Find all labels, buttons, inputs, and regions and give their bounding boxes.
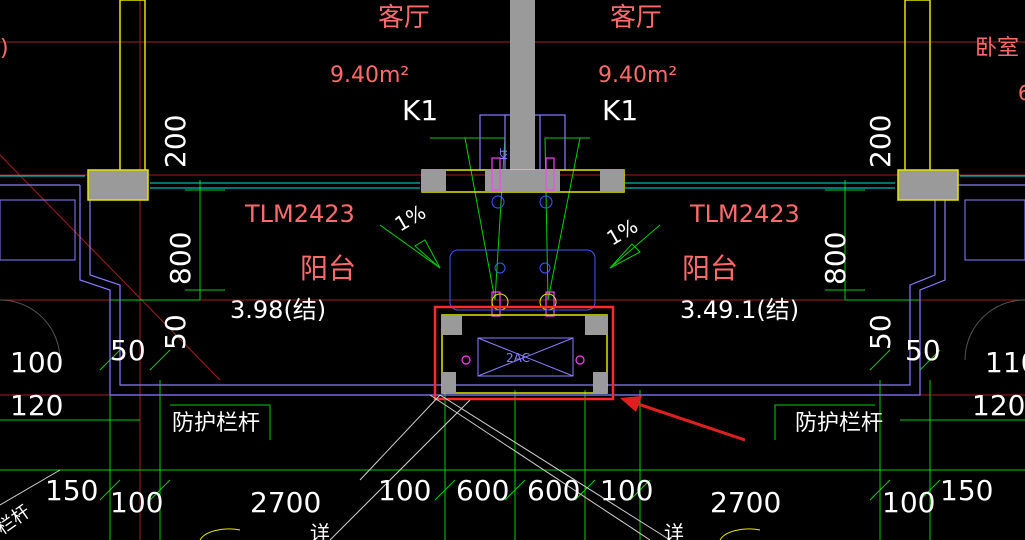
- dim-h-100-mid2: 100: [600, 474, 653, 507]
- kt-label: KT: [499, 147, 510, 160]
- stair-lines: [0, 394, 671, 540]
- dim-h-100-mid1: 100: [378, 474, 431, 507]
- dim-h-2700-right: 2700: [710, 486, 781, 519]
- dim-h-100-left2: 100: [110, 486, 163, 519]
- dim-h-150-left: 150: [45, 474, 98, 507]
- elevation-left: 3.98(结): [230, 296, 326, 324]
- dim-v-50-left: 50: [159, 314, 192, 350]
- fragment-bottom-mid: 详: [310, 521, 330, 540]
- ac-unit-label: 2AC: [506, 351, 530, 365]
- railing-label-left: 防护栏杆: [172, 411, 260, 436]
- door-code-left: TLM2423: [244, 200, 355, 228]
- paren-fragment-left: ): [0, 36, 9, 61]
- dim-h-100-left: 100: [10, 346, 63, 379]
- elevation-right: 3.49.1(结): [680, 296, 799, 324]
- fragment-bottom-right: 详: [664, 521, 684, 540]
- fragment-bottom-left: 栏杆: [0, 501, 34, 539]
- dim-h-120-left: 120: [10, 389, 63, 422]
- dim-h-50-left: 50: [110, 334, 146, 367]
- slope-right: 1%: [603, 214, 642, 251]
- room-label-living-left: 客厅: [378, 3, 430, 33]
- side-fixtures: [0, 199, 1025, 540]
- room-label-bedroom-right: 卧室: [975, 36, 1019, 61]
- walls: [87, 0, 959, 201]
- dim-h-120-right: 120: [972, 389, 1025, 422]
- dim-h-50-right: 50: [905, 334, 941, 367]
- door-tag-left: K1: [402, 94, 438, 127]
- dim-v-800-left: 800: [164, 232, 197, 285]
- slope-left: 1%: [391, 200, 430, 237]
- dim-h-2700-left: 2700: [250, 486, 321, 519]
- dim-h-150-right: 150: [940, 474, 993, 507]
- highlight-box: [433, 305, 615, 401]
- pointer-arrow: [620, 396, 746, 442]
- dim-h-600-b: 600: [527, 474, 580, 507]
- room-label-living-right: 客厅: [610, 3, 662, 33]
- dim-h-600-a: 600: [456, 474, 509, 507]
- dim-v-50-right: 50: [864, 314, 897, 350]
- dim-v-200-right: 200: [864, 115, 897, 168]
- area-living-right: 9.40m²: [598, 63, 677, 88]
- dim-v-800-right: 800: [819, 232, 852, 285]
- ac-platform[interactable]: [441, 314, 608, 394]
- dim-h-100-right: 100: [882, 486, 935, 519]
- glass-lines: [0, 175, 1025, 189]
- room-label-balcony-right: 阳台: [682, 252, 738, 285]
- room-label-balcony-left: 阳台: [300, 252, 356, 285]
- pipe-symbols: [449, 157, 596, 365]
- dim-h-110-right: 110: [985, 346, 1025, 379]
- door-code-right: TLM2423: [689, 200, 800, 228]
- dimension-lines: [0, 137, 1025, 540]
- partial-text-right: 6: [1018, 81, 1025, 105]
- door-tag-right: K1: [602, 94, 638, 127]
- dim-v-200-left: 200: [159, 115, 192, 168]
- area-living-left: 9.40m²: [330, 63, 409, 88]
- railing-label-right: 防护栏杆: [795, 411, 883, 436]
